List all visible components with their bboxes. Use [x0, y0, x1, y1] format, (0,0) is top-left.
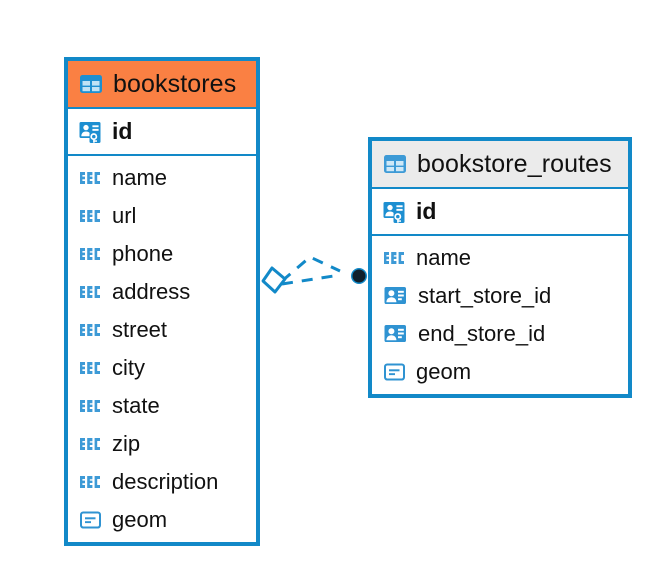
field-list-bookstore-routes: name start_store_id: [372, 236, 628, 395]
field-label: phone: [112, 241, 174, 266]
field-row-description[interactable]: description: [68, 463, 256, 501]
field-label: street: [112, 317, 168, 342]
primary-key-icon: [382, 199, 408, 225]
field-label: description: [112, 469, 219, 494]
primary-key-icon: [78, 119, 104, 145]
field-label: start_store_id: [418, 283, 552, 308]
field-label: address: [112, 279, 191, 304]
field-label: end_store_id: [418, 321, 546, 346]
entity-bookstores[interactable]: bookstores id: [64, 57, 260, 546]
abc-text-icon: [79, 209, 103, 223]
table-grid-icon: [382, 151, 408, 177]
abc-text-icon: [79, 437, 103, 451]
entity-title: bookstores: [113, 69, 237, 98]
field-label: name: [416, 245, 472, 270]
entity-title: bookstore_routes: [417, 149, 612, 178]
abc-text-icon: [79, 171, 103, 185]
field-label: geom: [416, 359, 472, 384]
relationship-line-upper: [281, 255, 341, 283]
relationship-diamond-marker: [261, 266, 287, 294]
field-row-city[interactable]: city: [68, 349, 256, 387]
field-label: id: [416, 198, 437, 224]
field-row-zip[interactable]: zip: [68, 425, 256, 463]
field-row-name[interactable]: name: [372, 239, 628, 277]
field-row-phone[interactable]: phone: [68, 235, 256, 273]
field-row-address[interactable]: address: [68, 273, 256, 311]
field-row-state[interactable]: state: [68, 387, 256, 425]
abc-text-icon: [79, 285, 103, 299]
entity-bookstore-routes[interactable]: bookstore_routes id: [368, 137, 632, 398]
field-row-id[interactable]: id: [372, 189, 628, 236]
field-row-start-store-id[interactable]: start_store_id: [372, 277, 628, 315]
abc-text-icon: [79, 323, 103, 337]
field-row-id[interactable]: id: [68, 109, 256, 156]
abc-text-icon: [383, 251, 407, 265]
abc-text-icon: [79, 399, 103, 413]
field-row-geom[interactable]: geom: [372, 353, 628, 391]
field-row-street[interactable]: street: [68, 311, 256, 349]
field-label: geom: [112, 507, 168, 532]
geometry-icon: [383, 361, 407, 383]
abc-text-icon: [79, 475, 103, 489]
relationship-dot-core: [352, 269, 366, 283]
entity-header-bookstores[interactable]: bookstores: [68, 61, 256, 109]
entity-header-bookstore-routes[interactable]: bookstore_routes: [372, 141, 628, 189]
relationship-line-lower: [281, 273, 341, 286]
abc-text-icon: [79, 361, 103, 375]
field-row-end-store-id[interactable]: end_store_id: [372, 315, 628, 353]
field-row-name[interactable]: name: [68, 159, 256, 197]
foreign-key-icon: [383, 323, 409, 345]
field-label: id: [112, 118, 133, 144]
field-label: zip: [112, 431, 141, 456]
field-row-url[interactable]: url: [68, 197, 256, 235]
field-label: name: [112, 165, 168, 190]
field-list-bookstores: name url: [68, 156, 256, 543]
table-grid-icon: [78, 71, 104, 97]
field-label: url: [112, 203, 137, 228]
abc-text-icon: [79, 247, 103, 261]
field-row-geom[interactable]: geom: [68, 501, 256, 539]
field-label: city: [112, 355, 145, 380]
field-label: state: [112, 393, 160, 418]
geometry-icon: [79, 509, 103, 531]
relationship-dot-marker: [351, 268, 367, 284]
foreign-key-icon: [383, 285, 409, 307]
